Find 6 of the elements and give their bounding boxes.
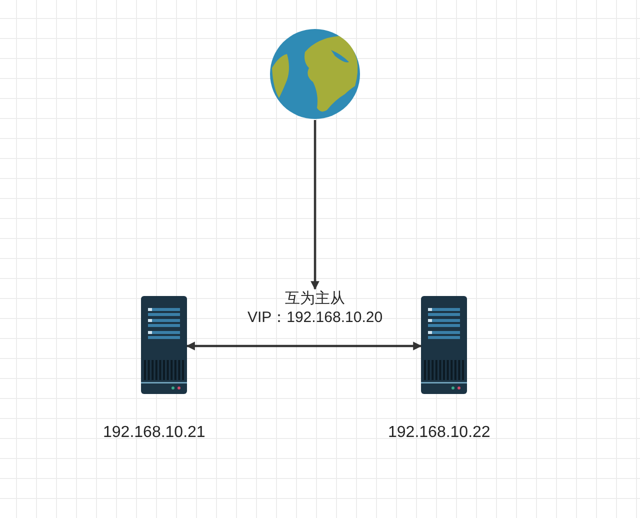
ip-address: 192.168.10.21 <box>103 424 206 442</box>
arrow <box>310 120 320 290</box>
node-label: 互为主从 <box>284 289 346 308</box>
ip-address: 192.168.10.22 <box>388 424 490 442</box>
arrow <box>186 342 422 350</box>
node-label: VIP：192.168.10.20 <box>246 308 384 327</box>
